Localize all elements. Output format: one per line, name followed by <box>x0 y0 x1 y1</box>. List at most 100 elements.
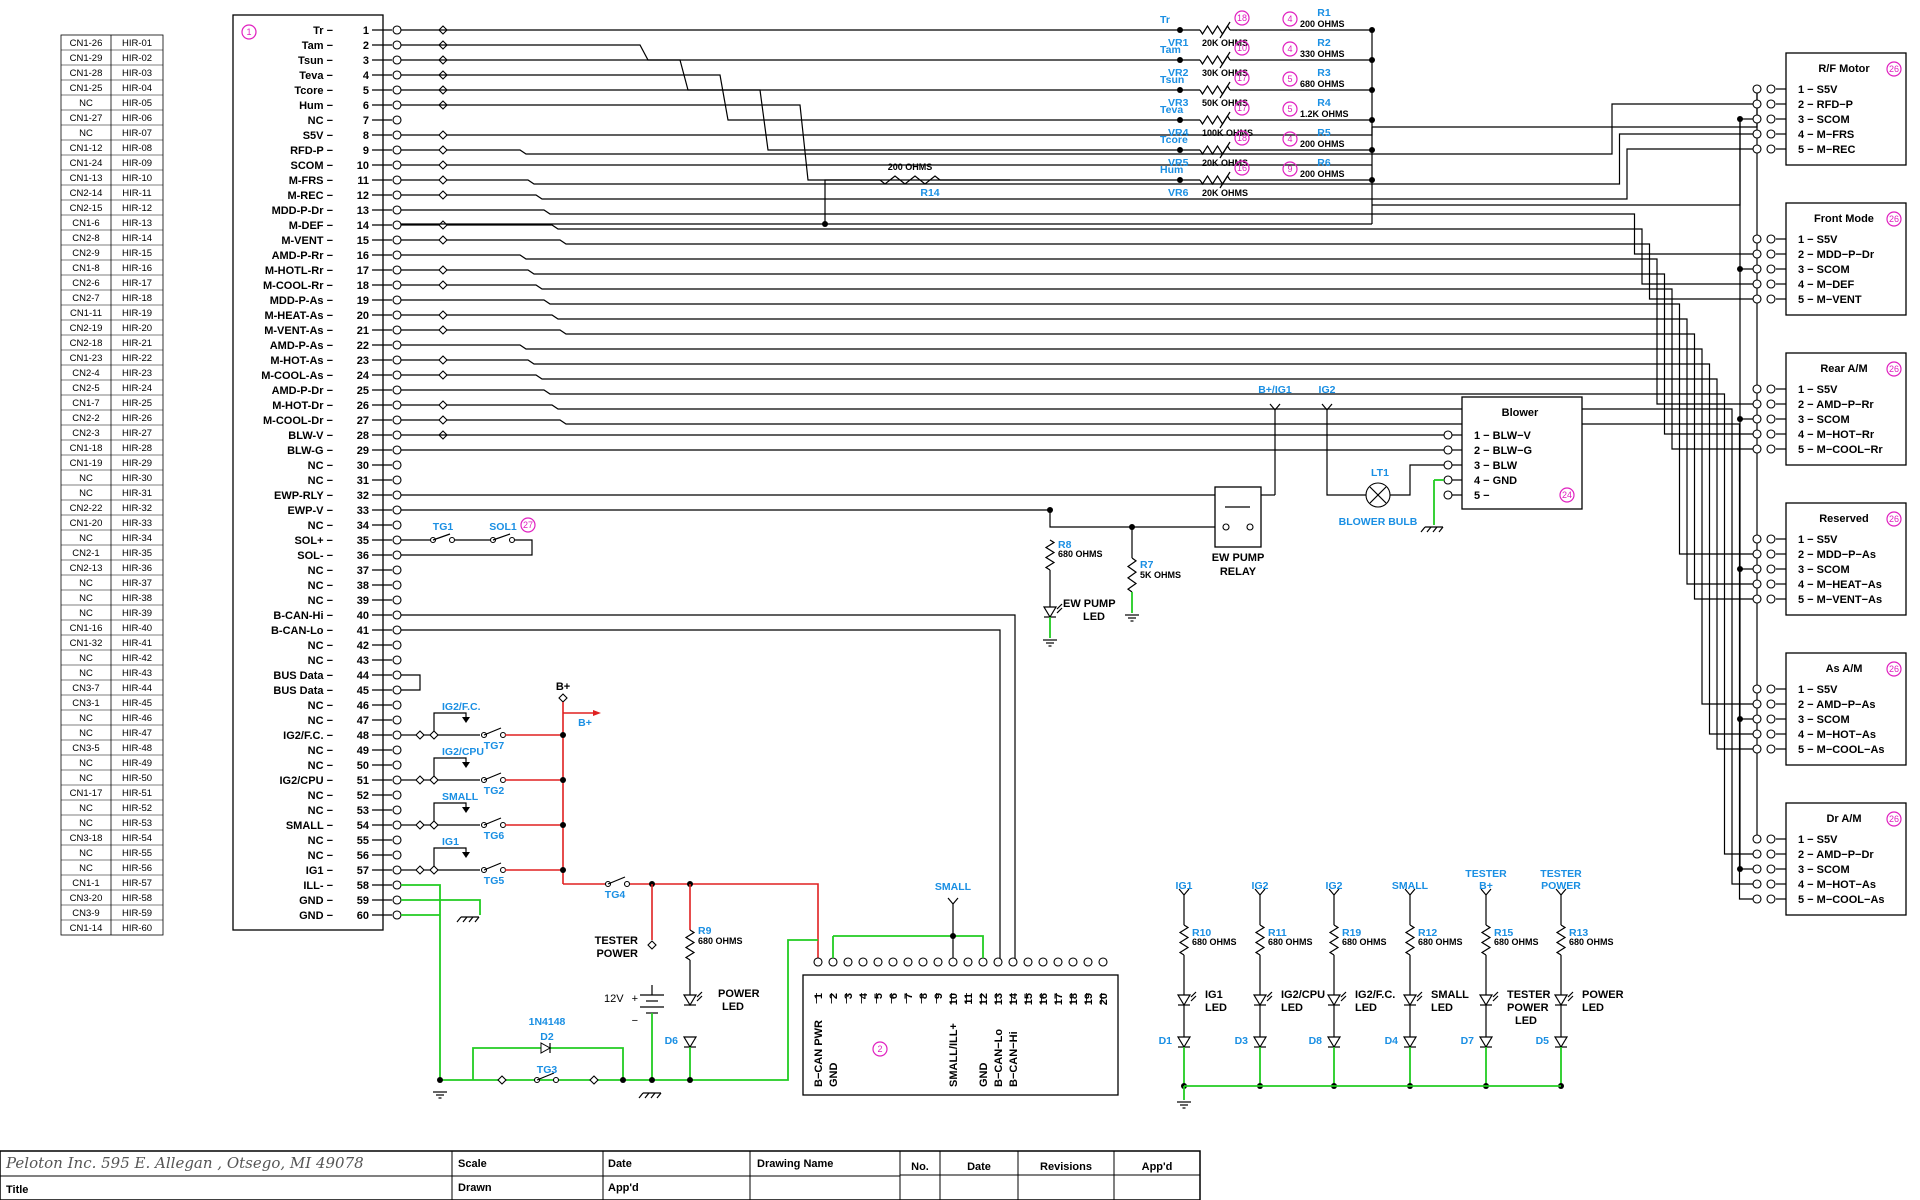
company-address: Peloton Inc. 595 E. Allegan , Otsego, MI… <box>5 1154 364 1172</box>
can-pin-terminal <box>1023 957 1033 967</box>
xref-hir: HIR-49 <box>122 758 152 769</box>
can-pin-number: 5 <box>873 993 885 999</box>
drawing-name-label: Drawing Name <box>757 1158 833 1170</box>
blower-pin-label: 2 − BLW−G <box>1474 445 1532 457</box>
switch-blade <box>432 533 451 541</box>
junction-dot <box>437 1077 443 1083</box>
bulb-x <box>1369 486 1387 504</box>
motor-pin-label: 3 − SCOM <box>1798 864 1850 876</box>
main-pin-number: 48 <box>357 730 369 742</box>
chassis-ground <box>1420 526 1426 533</box>
main-pin-terminal <box>392 370 402 380</box>
motor-pin-label: 5 − M−COOL−Rr <box>1798 444 1883 456</box>
can-pin-number: 9 <box>933 993 945 999</box>
callout-circle <box>1886 511 1902 527</box>
diode-label: 1N4148 <box>529 1016 566 1028</box>
motor-pin-terminal <box>1752 144 1762 154</box>
can-pin-number: 1 <box>813 993 825 999</box>
main-pin-terminal <box>392 235 402 245</box>
signal-wire <box>401 284 1753 450</box>
blower-pin-label: 3 − BLW <box>1474 460 1518 472</box>
xref-hir: HIR-54 <box>122 833 152 844</box>
battery-minus: − <box>632 1015 638 1027</box>
xref-cn: CN1-28 <box>70 68 103 79</box>
main-pin-terminal <box>392 475 402 485</box>
r8-label: R8 <box>1058 539 1072 551</box>
main-pin-number: 51 <box>357 775 369 787</box>
motor-pin-terminal <box>1752 714 1762 724</box>
diode <box>1553 994 1569 1007</box>
callout-circle <box>520 517 536 533</box>
led-resistor-label: R13 <box>1569 927 1588 939</box>
motor-pin-terminal <box>1766 564 1776 574</box>
main-pin-name: GND − <box>299 895 333 907</box>
main-pin-number: 6 <box>363 100 369 112</box>
vr-value: 50K OHMS <box>1202 98 1248 108</box>
callout-circle <box>1886 61 1902 77</box>
r14-wire <box>824 179 880 224</box>
xref-cn: CN2-7 <box>72 293 99 304</box>
main-pin-number: 26 <box>357 400 369 412</box>
xref-cn: NC <box>79 758 93 769</box>
motor-pin-terminal <box>1752 534 1762 544</box>
xref-cn: CN1-25 <box>70 83 103 94</box>
callout-number: 4 <box>1287 134 1292 144</box>
resistor-value: 1.2K OHMS <box>1300 109 1349 119</box>
main-pin-terminal <box>392 130 402 140</box>
resistor <box>1328 924 1340 956</box>
motor-pin-terminal <box>1766 144 1776 154</box>
junction-dot <box>560 777 566 783</box>
r7-value: 5K OHMS <box>1140 570 1181 580</box>
main-pin-name: B-CAN-Lo − <box>271 625 333 637</box>
callout-circle <box>1234 40 1250 56</box>
feed-symbol <box>1321 403 1333 411</box>
xref-cn: NC <box>79 533 93 544</box>
switch-contact <box>508 536 516 544</box>
motor-pin-terminal <box>1752 444 1762 454</box>
can-pin-terminal <box>813 957 823 967</box>
main-pin-terminal <box>392 250 402 260</box>
led-resistor-value: 680 OHMS <box>1418 937 1463 947</box>
xref-hir: HIR-32 <box>122 503 152 514</box>
main-pin-name: Tam − <box>302 40 333 52</box>
wire-diamond <box>438 355 448 365</box>
xref-cn: CN3-20 <box>70 893 103 904</box>
signal-wire <box>401 374 1753 750</box>
led-label: LED <box>1582 1002 1604 1014</box>
tester-diamond <box>647 940 657 950</box>
main-pin-terminal <box>392 490 402 500</box>
main-pin-name: SCOM − <box>291 160 333 172</box>
main-pin-terminal <box>392 565 402 575</box>
main-pin-terminal <box>392 85 402 95</box>
signal-wire <box>401 224 1753 285</box>
diode <box>1326 994 1342 1007</box>
main-pin-number: 19 <box>357 295 369 307</box>
main-pin-terminal <box>392 145 402 155</box>
xref-hir: HIR-09 <box>122 158 152 169</box>
xref-cn: CN1-19 <box>70 458 103 469</box>
motor-connector-body <box>1785 202 1907 316</box>
led-arrow <box>1056 607 1063 614</box>
main-pin-name: NC − <box>308 745 333 757</box>
xref-hir: HIR-55 <box>122 848 152 859</box>
main-pin-terminal <box>392 40 402 50</box>
signal-wire <box>401 239 1753 300</box>
xref-cn: NC <box>79 608 93 619</box>
led-resistor-value: 680 OHMS <box>1268 937 1313 947</box>
xref-hir: HIR-39 <box>122 608 152 619</box>
main-pin-terminal <box>392 520 402 530</box>
main-pin-name: NC − <box>308 580 333 592</box>
main-pin-terminal <box>392 340 402 350</box>
wire-diamond <box>438 145 448 155</box>
motor-pin-terminal <box>1752 429 1762 439</box>
switch-diamond <box>429 730 439 740</box>
main-pin-number: 57 <box>357 865 369 877</box>
led-label: TESTER <box>1507 989 1550 1001</box>
main-pin-terminal <box>392 580 402 590</box>
motor-pin-terminal <box>1752 849 1762 859</box>
xref-hir: HIR-47 <box>122 728 152 739</box>
xref-cn: CN1-6 <box>72 218 99 229</box>
